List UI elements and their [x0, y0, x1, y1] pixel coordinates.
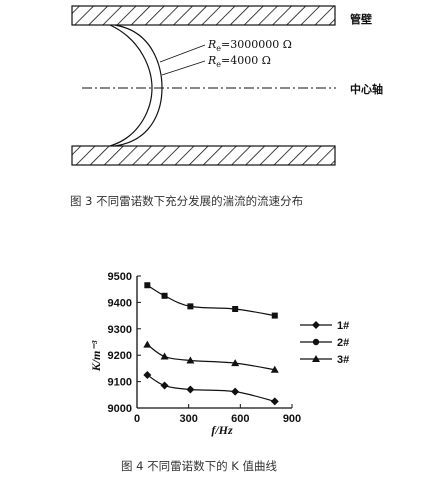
series-layer	[143, 282, 279, 406]
legend-label: 3#	[337, 354, 349, 366]
figure-4-chart: K/m⁻³ f/Hz 9000 9100 9200 9300 9400 9500 0 300 6…	[89, 271, 349, 437]
data-point	[143, 371, 152, 379]
data-point	[186, 356, 195, 364]
legend-marker	[312, 321, 320, 329]
data-point	[160, 381, 169, 390]
legend-marker	[312, 355, 320, 362]
y-tick-label: 9100	[108, 377, 132, 389]
data-point	[231, 387, 240, 396]
y-tick-label: 9400	[108, 297, 132, 309]
legend-item: 2#	[300, 337, 349, 349]
x-tick-label: 900	[283, 413, 301, 425]
series-line	[147, 374, 275, 402]
pipe-wall-bottom	[71, 145, 336, 166]
re-low-symbol: R	[207, 54, 216, 67]
y-tick-label: 9200	[108, 350, 132, 362]
y-tick-label: 9300	[108, 324, 132, 336]
re-low-subscript: e	[216, 60, 221, 69]
chart-legend: 1# 2# 3#	[300, 320, 349, 366]
re-high-symbol: R	[207, 38, 216, 51]
figure-3: 管壁 中心轴 Re=3000000 Ω Re=4000 Ω 图 3 不同雷诺数下…	[70, 5, 383, 208]
data-point	[232, 306, 239, 312]
series-3	[143, 340, 279, 373]
data-point	[187, 303, 194, 310]
re-label-low: Re=4000 Ω	[207, 54, 271, 69]
x-axis-title: f/Hz	[211, 423, 233, 437]
re-high-subscript: e	[216, 44, 221, 53]
leader-line-low-re	[161, 60, 206, 76]
axis-ticks: 9000 9100 9200 9300 9400 9500 0 300 600 900	[108, 271, 302, 425]
data-point	[160, 352, 169, 360]
profile-curve-high-re	[114, 24, 163, 147]
data-point	[143, 340, 152, 348]
data-point	[271, 312, 278, 319]
series-2	[144, 282, 278, 319]
wall-label: 管壁	[350, 12, 372, 26]
x-tick-label: 300	[179, 413, 197, 425]
series-line	[147, 284, 275, 317]
data-point	[144, 282, 151, 289]
legend-label: 1#	[337, 320, 349, 332]
leader-line-high-re	[159, 44, 206, 63]
re-high-value: =3000000 Ω	[221, 38, 292, 51]
x-tick-label: 600	[231, 413, 249, 425]
figure-3-caption: 图 3 不同雷诺数下充分发展的湍流的流速分布	[70, 194, 303, 208]
legend-item: 1#	[300, 320, 349, 332]
x-tick-label: 0	[134, 413, 140, 425]
y-tick-label: 9500	[108, 271, 132, 283]
data-point	[161, 292, 168, 299]
re-low-value: =4000 Ω	[221, 54, 271, 67]
data-point	[270, 397, 279, 406]
legend-item: 3#	[300, 354, 349, 366]
re-label-high: Re=3000000 Ω	[207, 38, 292, 53]
y-tick-label: 9000	[108, 403, 132, 415]
data-point	[231, 359, 240, 367]
data-point	[270, 365, 279, 373]
data-point	[186, 385, 195, 394]
series-1	[143, 371, 279, 406]
pipe-wall-top	[71, 5, 336, 26]
center-axis-label: 中心轴	[350, 82, 383, 96]
legend-marker	[312, 338, 320, 346]
figure-4-caption: 图 4 不同雷诺数下的 K 值曲线	[121, 459, 277, 473]
profile-curve-low-re	[109, 24, 153, 147]
legend-label: 2#	[337, 337, 349, 349]
y-axis-title: K/m⁻³	[89, 340, 103, 372]
